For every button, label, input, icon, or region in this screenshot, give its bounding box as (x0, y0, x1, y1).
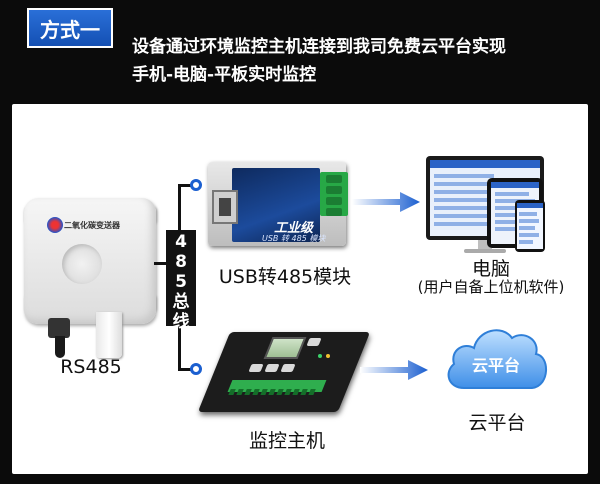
usb-module-brand: 工业级 (274, 221, 314, 236)
sensor-probe (96, 312, 122, 358)
monitor-base (464, 249, 506, 253)
headline-line-2: 手机-电脑-平板实时监控 (132, 65, 317, 85)
sensor-product-name: 二氧化碳变送器 (64, 221, 120, 230)
host-terminal-block (227, 380, 327, 395)
usb-module-label: USB转485模块 (218, 266, 352, 288)
arrow-to-pc-icon (352, 192, 420, 212)
bus-char: 5 (175, 272, 187, 292)
bus-char: 4 (175, 232, 187, 252)
brand-logo-icon (47, 217, 63, 233)
method-badge: 方式一 (27, 8, 113, 48)
bus-char: 线 (172, 312, 190, 332)
monitor-stand (478, 240, 492, 250)
arrow-to-cloud-icon (360, 360, 428, 380)
pc-label: 电脑 (471, 258, 510, 280)
connector-dot-top (190, 179, 202, 191)
cloud-icon (447, 329, 547, 389)
headline: 设备通过环境监控主机连接到我司免费云平台实现 手机-电脑-平板实时监控 (132, 33, 582, 89)
cloud-inner-text: 云平台 (471, 356, 520, 375)
bus-wire-top (178, 184, 200, 187)
sensor-label: RS485 (60, 356, 122, 378)
pc-sublabel: (用户自备上位机软件) (417, 278, 565, 296)
usb-module-model: USB 转 485 模块 (262, 234, 326, 243)
sensor-cable (55, 336, 65, 358)
status-led (326, 354, 330, 358)
terminal-block (320, 172, 348, 216)
host-label: 监控主机 (248, 430, 325, 452)
status-led (318, 354, 322, 358)
bus-char: 8 (175, 252, 187, 272)
usb-module-face (232, 168, 320, 242)
phone-icon (515, 200, 545, 252)
usb-port (212, 190, 238, 224)
connector-dot-bottom (190, 363, 202, 375)
bus-wire-bottom (178, 368, 200, 371)
sensor-window (62, 244, 102, 284)
bus-char: 总 (172, 292, 190, 312)
bus-label: 4 8 5 总 线 (166, 232, 196, 332)
bus-label-bar (166, 230, 196, 326)
cable-gland (48, 318, 70, 338)
cloud-label: 云平台 (468, 412, 526, 434)
headline-line-1: 设备通过环境监控主机连接到我司免费云平台实现 (132, 37, 506, 57)
